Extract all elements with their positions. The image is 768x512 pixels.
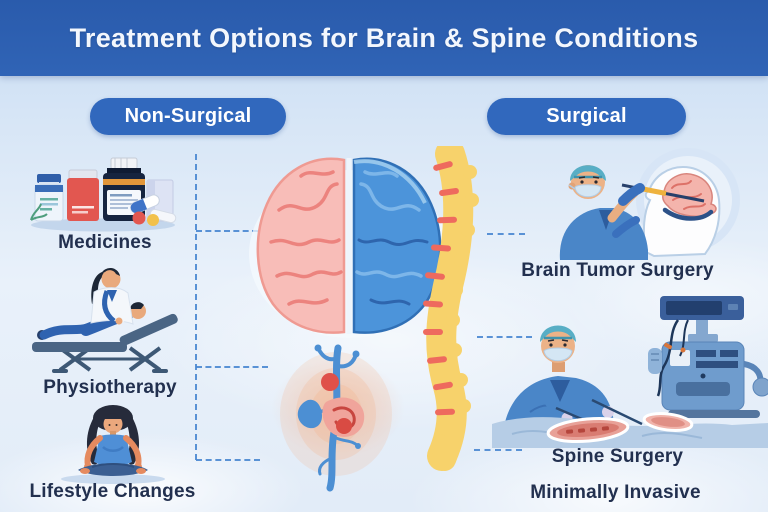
surgical-equipment-tower xyxy=(648,296,768,418)
therapist xyxy=(90,267,134,325)
connector-line-vertical xyxy=(195,154,197,460)
medicines-label: Medicines xyxy=(58,232,152,253)
brain-tumor-surgery-illustration xyxy=(496,148,752,260)
surgical-header-label: Surgical xyxy=(546,105,627,127)
surgical-site-2 xyxy=(642,412,694,432)
sacrum xyxy=(432,434,458,471)
brain-left-hemisphere xyxy=(256,157,346,334)
non-surgical-header-label: Non-Surgical xyxy=(124,105,252,127)
brain-tumor-surgery-label: Brain Tumor Surgery xyxy=(521,260,714,281)
pill-bottle-red xyxy=(67,169,99,221)
spine-column-icon xyxy=(423,146,479,471)
lifestyle-illustration xyxy=(48,403,178,485)
patient-head-profile xyxy=(642,165,721,258)
lifestyle-changes-label: Lifestyle Changes xyxy=(29,481,196,502)
connector-line-lifestyle xyxy=(196,459,260,461)
medicines-icon xyxy=(30,157,177,232)
physiotherapy-label: Physiotherapy xyxy=(43,377,177,398)
meditating-woman xyxy=(78,405,148,476)
page-title: Treatment Options for Brain & Spine Cond… xyxy=(69,22,699,53)
therapy-table xyxy=(32,313,178,352)
connector-line-brain-surgery xyxy=(487,233,525,235)
spine-body xyxy=(426,146,474,471)
spine-surgery-icon xyxy=(492,296,768,448)
connector-line-physiotherapy xyxy=(196,366,268,368)
brain-illustration xyxy=(243,148,455,340)
surgeon xyxy=(559,165,648,260)
blood-vessels-icon xyxy=(280,344,392,492)
connector-line-medicines xyxy=(196,230,258,232)
vascular-illustration xyxy=(278,342,398,492)
connector-line-spine-surgery xyxy=(477,336,532,338)
minimally-invasive-label: Minimally Invasive xyxy=(530,482,701,503)
physiotherapy-illustration xyxy=(22,262,197,377)
spine-processes xyxy=(446,165,479,413)
brain-right-hemisphere xyxy=(352,157,442,334)
operating-table xyxy=(492,412,768,448)
non-surgical-header-pill: Non-Surgical xyxy=(90,98,286,135)
medicines-illustration xyxy=(25,148,185,233)
brain-hemispheres-icon xyxy=(249,157,449,338)
surgical-header-pill: Surgical xyxy=(487,98,686,135)
meditating-person-icon xyxy=(61,405,165,484)
spine-surgery-illustration xyxy=(492,290,768,448)
vessel-pool xyxy=(297,399,322,429)
pill-bottle-blue xyxy=(30,174,64,222)
physiotherapy-icon xyxy=(32,267,178,373)
title-banner: Treatment Options for Brain & Spine Cond… xyxy=(0,0,768,76)
connector-line-minimally-invasive xyxy=(474,449,522,451)
brain-surgery-icon xyxy=(559,148,740,260)
aneurysm xyxy=(321,373,365,437)
spine-surgery-label: Spine Surgery xyxy=(551,446,684,467)
spine-discs xyxy=(423,161,459,416)
spine-illustration xyxy=(398,146,498,476)
surgical-incision xyxy=(546,417,630,443)
capsules xyxy=(130,194,177,226)
